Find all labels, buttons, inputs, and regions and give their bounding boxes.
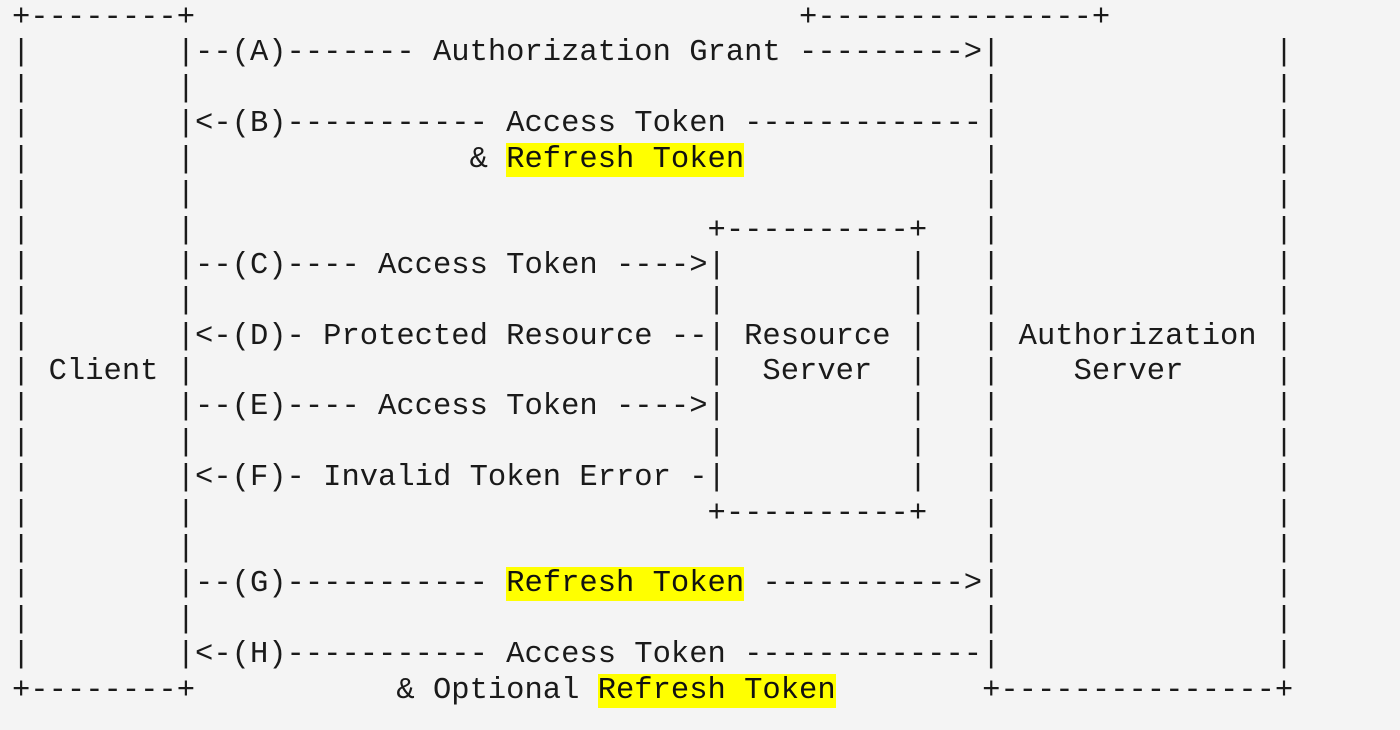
diagram-text: | Client | | Server | | Server |	[12, 355, 1294, 389]
diagram-line: | | | |	[12, 177, 1293, 213]
diagram-text: +---------------+	[835, 674, 1294, 708]
diagram-line: | | +----------+ | |	[12, 496, 1293, 532]
diagram-line: | | | |	[12, 602, 1293, 638]
highlighted-refresh-token-text: Refresh Token	[597, 674, 836, 708]
diagram-line: | |<-(F)- Invalid Token Error -| | | |	[12, 460, 1293, 496]
diagram-line: | |--(A)------- Authorization Grant ----…	[12, 35, 1293, 71]
diagram-line: | |--(C)---- Access Token ---->| | | |	[12, 248, 1293, 284]
diagram-line: | | | |	[12, 531, 1293, 567]
oauth-refresh-token-flow-diagram: +--------+ +---------------+| |--(A)----…	[12, 0, 1400, 730]
diagram-line: | |<-(H)----------- Access Token -------…	[12, 637, 1293, 673]
diagram-text: ----------->| |	[744, 567, 1294, 601]
diagram-text: | |--(E)---- Access Token ---->| | | |	[12, 390, 1294, 424]
highlighted-refresh-token-text: Refresh Token	[506, 567, 745, 601]
diagram-line: +--------+ +---------------+	[12, 0, 1110, 36]
diagram-text: +--------+ & Optional	[12, 674, 598, 708]
diagram-text: | | | |	[12, 72, 1294, 106]
diagram-line: | Client | | Server | | Server |	[12, 354, 1293, 390]
diagram-text: | |	[744, 143, 1294, 177]
diagram-line: | |<-(D)- Protected Resource --| Resourc…	[12, 319, 1293, 355]
diagram-text: | |<-(H)----------- Access Token -------…	[12, 638, 1294, 672]
diagram-line: | | & Refresh Token | |	[12, 142, 1293, 178]
diagram-line: | |--(G)----------- Refresh Token ------…	[12, 566, 1293, 602]
diagram-text: | | &	[12, 143, 507, 177]
diagram-text: | | +----------+ | |	[12, 214, 1294, 248]
diagram-text: | |<-(B)----------- Access Token -------…	[12, 107, 1294, 141]
diagram-line: | |<-(B)----------- Access Token -------…	[12, 106, 1293, 142]
diagram-text: | |<-(D)- Protected Resource --| Resourc…	[12, 320, 1294, 354]
diagram-text: | | | |	[12, 532, 1294, 566]
diagram-text: | |--(C)---- Access Token ---->| | | |	[12, 249, 1294, 283]
diagram-line: | | | | | |	[12, 283, 1293, 319]
diagram-text: +--------+ +---------------+	[12, 1, 1111, 35]
diagram-line: | | | |	[12, 71, 1293, 107]
diagram-line: | | | | | |	[12, 425, 1293, 461]
diagram-text: | | +----------+ | |	[12, 497, 1294, 531]
diagram-line: | |--(E)---- Access Token ---->| | | |	[12, 389, 1293, 425]
diagram-line: +--------+ & Optional Refresh Token +---…	[12, 673, 1293, 709]
highlighted-refresh-token-text: Refresh Token	[506, 143, 745, 177]
diagram-text: | | | |	[12, 178, 1294, 212]
diagram-text: | |--(G)-----------	[12, 567, 507, 601]
diagram-text: | | | |	[12, 603, 1294, 637]
diagram-text: | | | | | |	[12, 284, 1294, 318]
diagram-text: | |<-(F)- Invalid Token Error -| | | |	[12, 461, 1294, 495]
diagram-text: | |--(A)------- Authorization Grant ----…	[12, 36, 1294, 70]
diagram-text: | | | | | |	[12, 426, 1294, 460]
diagram-line: | | +----------+ | |	[12, 213, 1293, 249]
